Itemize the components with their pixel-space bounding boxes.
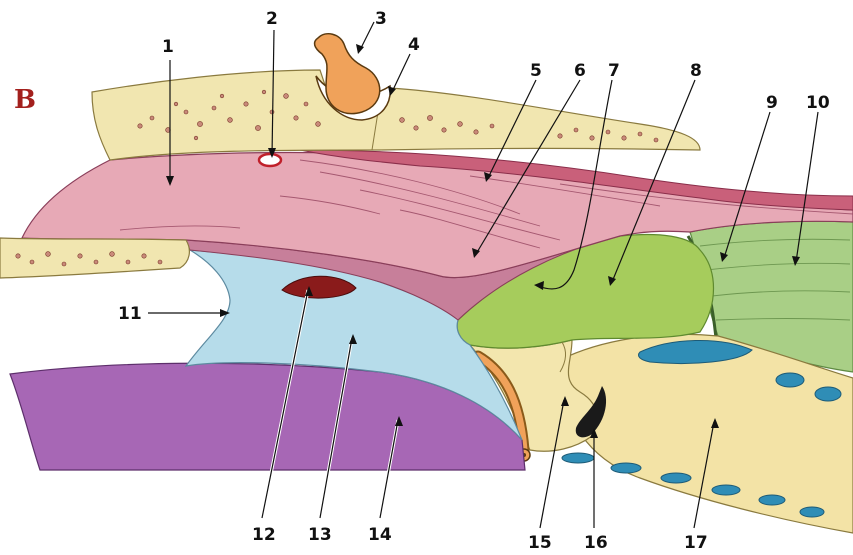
blue-cavity-g xyxy=(759,495,785,505)
label-3: 3 xyxy=(375,9,387,29)
blue-cavity-f xyxy=(712,485,740,495)
label-4: 4 xyxy=(408,35,420,55)
label-2: 2 xyxy=(266,9,278,29)
ring-2 xyxy=(259,154,281,166)
label-9: 9 xyxy=(766,93,778,113)
blue-cavity-a xyxy=(776,373,804,387)
lower-right-yellow-region xyxy=(560,334,853,533)
label-17: 17 xyxy=(684,533,708,553)
blue-cavity-c xyxy=(562,453,594,463)
blue-cavity-b xyxy=(815,387,841,401)
blue-cavity-d xyxy=(611,463,641,473)
label-10: 10 xyxy=(806,93,830,113)
label-8: 8 xyxy=(690,61,702,81)
label-11: 11 xyxy=(118,304,142,324)
label-1: 1 xyxy=(162,37,174,57)
label-12: 12 xyxy=(252,525,276,545)
label-15: 15 xyxy=(528,533,552,553)
blue-cavity-e xyxy=(661,473,691,483)
label-7: 7 xyxy=(608,61,620,81)
label-6: 6 xyxy=(574,61,586,81)
blue-cavity-h xyxy=(800,507,824,517)
label-14: 14 xyxy=(368,525,392,545)
label-5: 5 xyxy=(530,61,542,81)
label-16: 16 xyxy=(584,533,608,553)
label-13: 13 xyxy=(308,525,332,545)
bone-strip-left xyxy=(0,238,189,278)
panel-letter: B xyxy=(14,85,36,115)
